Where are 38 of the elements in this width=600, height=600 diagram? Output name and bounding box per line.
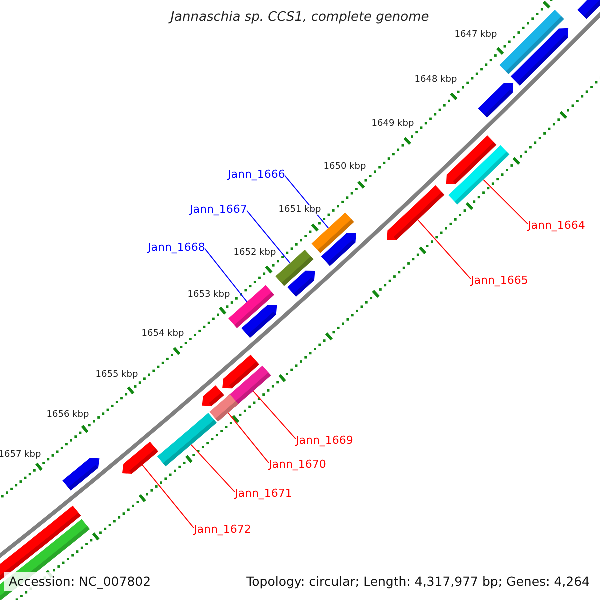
leader-line <box>418 220 472 280</box>
gene-label: Jann_1667 <box>190 203 248 216</box>
scale-label: 1655 kbp <box>96 370 138 380</box>
gene-label: Jann_1670 <box>269 458 326 471</box>
scale-label: 1648 kbp <box>414 75 458 85</box>
leader-line <box>228 412 270 464</box>
scale-label: 1653 kbp <box>188 290 230 300</box>
genome-summary: Topology: circular; Length: 4,317,977 bp; Genes: 4,264 <box>246 574 590 589</box>
scale-label: 1657 kbp <box>0 450 42 460</box>
gene-label: Jann_1672 <box>194 523 252 536</box>
gene-feature <box>122 442 159 474</box>
scale-label: 1650 kbp <box>324 162 366 172</box>
leader-line <box>204 248 248 303</box>
gene-feature <box>448 145 510 205</box>
leader-line <box>483 179 528 225</box>
leader-line <box>246 210 291 264</box>
scale-label: 1654 kbp <box>142 329 184 339</box>
scale-label: 1652 kbp <box>234 248 276 258</box>
gene-feature <box>387 186 445 240</box>
gene-label: Jann_1668 <box>148 241 206 254</box>
title: Jannaschia sp. CCS1, complete genome <box>170 10 430 25</box>
gene-feature <box>228 285 275 328</box>
scale-label: 1647 kbp <box>454 30 498 40</box>
gene-label: Jann_1669 <box>296 434 354 447</box>
scale-label: 1656 kbp <box>46 410 90 420</box>
scale-label: 1649 kbp <box>372 119 414 129</box>
leader-line <box>142 464 194 529</box>
gene-label: Jann_1664 <box>528 219 586 232</box>
gene-feature <box>210 394 239 422</box>
gene-label: Jann_1665 <box>471 274 528 287</box>
gene-label: Jann_1666 <box>228 168 286 181</box>
scale-label: 1651 kbp <box>278 205 322 215</box>
gene-feature <box>157 413 217 467</box>
gene-label: Jann_1671 <box>235 487 292 500</box>
leader-line <box>252 390 296 440</box>
gene-feature <box>312 212 354 254</box>
leader-line <box>190 444 236 493</box>
gene-feature <box>276 250 314 286</box>
